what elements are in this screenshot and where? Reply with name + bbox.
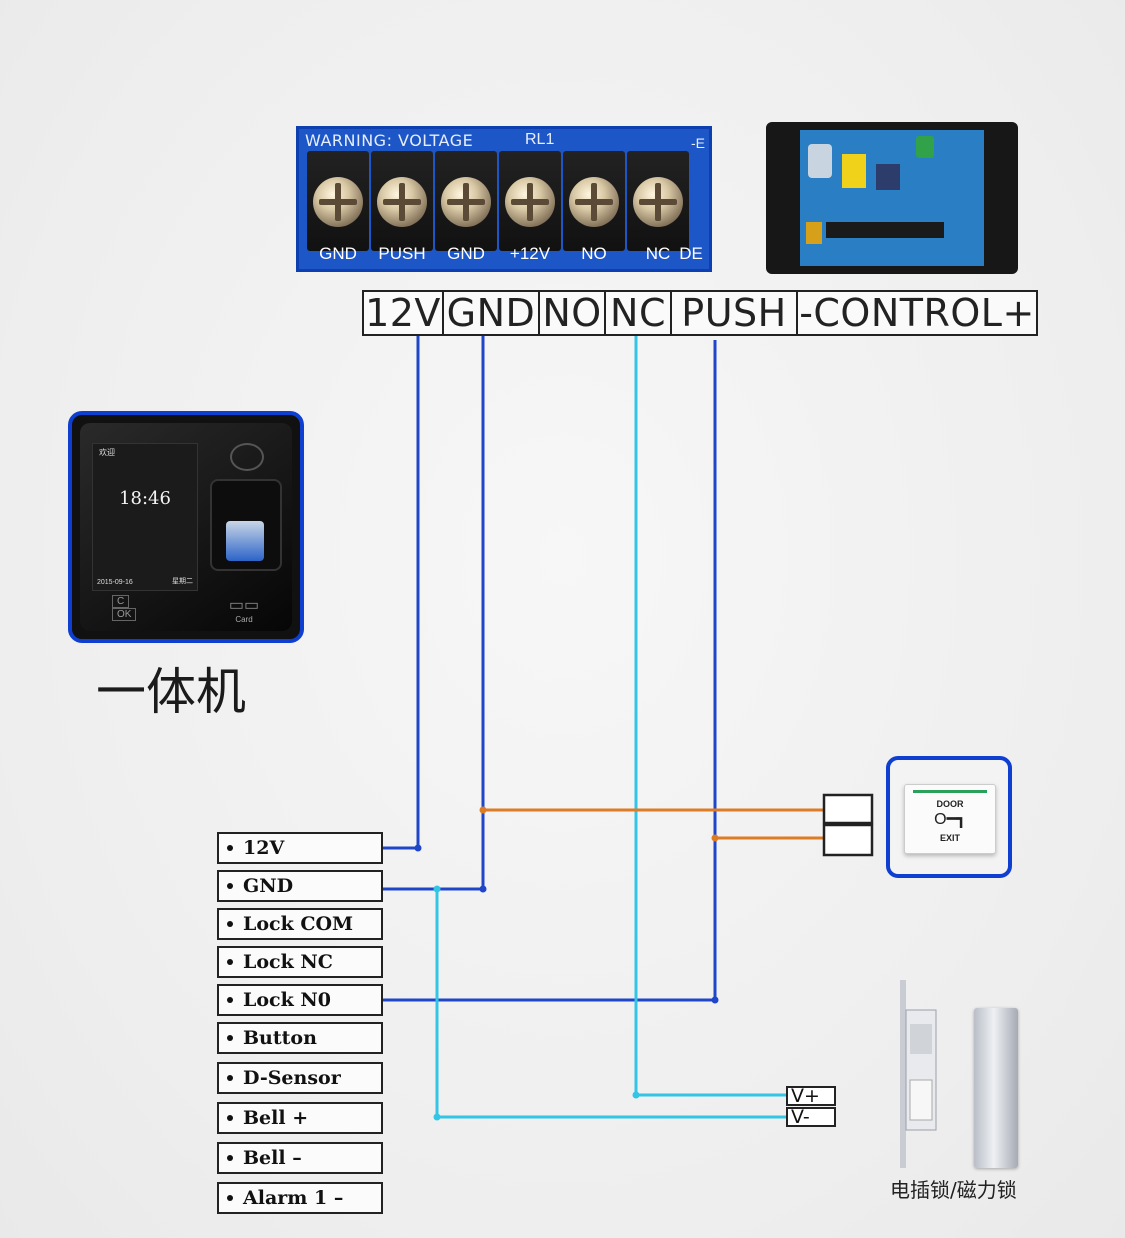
- edge-label: -E: [691, 135, 705, 151]
- junction-dot: [479, 806, 487, 814]
- terminal-12v: 12V: [217, 832, 383, 864]
- terminal-text: D-Sensor: [243, 1067, 341, 1089]
- bell-icon: [230, 443, 264, 471]
- fingerprint-sensor: [210, 479, 282, 571]
- terminal-text: 12V: [243, 837, 285, 859]
- card-reader-icon: ▭▭ Card: [228, 597, 260, 624]
- terminal-lock-com: Lock COM: [217, 908, 383, 940]
- exit-connector: [822, 793, 874, 825]
- table-cell-push: PUSH: [672, 291, 798, 335]
- power-supply-photo: [766, 122, 1018, 274]
- table-cell-gnd: GND: [444, 291, 540, 335]
- junction-dot: [433, 1113, 441, 1121]
- terminal-label: PUSH: [378, 244, 426, 263]
- wire-nc: [634, 336, 786, 1097]
- screw-terminal: [435, 151, 497, 251]
- fuse: [806, 222, 822, 244]
- exit-button-photo: DOOR O━┓ EXIT: [886, 756, 1012, 878]
- terminal-button: Button: [217, 1022, 383, 1054]
- wire-gnd: [383, 336, 485, 891]
- terminal-alarm: Alarm 1 –: [217, 1182, 383, 1214]
- terminal-text: Lock NC: [243, 951, 333, 973]
- terminal-strip: [826, 222, 944, 238]
- screen-greeting: 欢迎: [99, 448, 115, 457]
- warning-text: WARNING: VOLTAGE: [305, 131, 474, 150]
- table-cell-nc: NC: [606, 291, 672, 335]
- junction-dot: [711, 834, 719, 842]
- wire-12v: [383, 336, 420, 850]
- terminal-gnd: GND: [217, 870, 383, 902]
- electric-bolt-lock: [900, 980, 937, 1168]
- exit-plate: DOOR O━┓ EXIT: [904, 784, 996, 854]
- key-ok: OK: [112, 608, 137, 621]
- terminal-d-sensor: D-Sensor: [217, 1062, 383, 1094]
- terminal-label: NC: [645, 244, 671, 263]
- terminal-text: Lock N0: [243, 989, 331, 1011]
- terminal-text: Bell –: [243, 1147, 302, 1169]
- exit-connector: [822, 823, 874, 857]
- screen-weekday: 星期二: [172, 578, 193, 585]
- controller-terminal-table: 12V GND NO NC PUSH -CONTROL+: [362, 290, 1038, 336]
- screen-time: 18:46: [119, 488, 171, 509]
- terminal-label: NO: [581, 244, 607, 263]
- device-caption: 一体机: [96, 663, 246, 721]
- screw-terminal: [307, 151, 369, 251]
- wire-push: [383, 340, 717, 1002]
- screen-date: 2015-09-16: [97, 579, 133, 586]
- table-cell-no: NO: [540, 291, 606, 335]
- capacitor: [808, 144, 832, 178]
- lock-caption: 电插锁/磁力锁: [890, 1178, 1017, 1202]
- capacitor: [916, 136, 934, 158]
- terminal-label: GND: [319, 244, 357, 263]
- junction-dot: [433, 885, 441, 893]
- table-cell-12v: 12V: [364, 291, 444, 335]
- terminal-label: +12V: [509, 244, 551, 263]
- key-icon: O━┓: [934, 811, 966, 828]
- terminal-text: Lock COM: [243, 913, 354, 935]
- card-label: Card: [235, 615, 253, 624]
- junction-dot: [711, 996, 719, 1004]
- terminal-text: Alarm 1 –: [243, 1187, 344, 1209]
- terminal-strip-photo: WARNING: VOLTAGE RL1 -E GND PUSH GND +12…: [296, 126, 712, 272]
- transformer: [842, 154, 866, 188]
- lock-v-minus: V-: [786, 1107, 836, 1127]
- terminal-bell-minus: Bell –: [217, 1142, 383, 1174]
- device-screen: 欢迎 18:46 2015-09-16 星期二: [92, 443, 198, 591]
- exit-text: EXIT: [939, 833, 960, 843]
- wire-gnd-lock: [435, 889, 786, 1119]
- screw-terminal: [627, 151, 689, 251]
- magnetic-lock: [974, 1008, 1018, 1168]
- lock-v-plus: V+: [786, 1086, 836, 1106]
- junction-dot: [479, 885, 487, 893]
- screw-terminal: [563, 151, 625, 251]
- terminal-lock-nc: Lock NC: [217, 946, 383, 978]
- screw-terminal: [371, 151, 433, 251]
- junction-dot: [632, 1091, 640, 1099]
- terminal-text: Button: [243, 1027, 317, 1049]
- relay: [876, 164, 900, 190]
- terminal-lock-no: Lock N0: [217, 984, 383, 1016]
- terminal-text: Bell +: [243, 1107, 309, 1129]
- door-text: DOOR: [936, 799, 964, 809]
- keypad: C OK: [112, 595, 154, 621]
- terminal-bell-plus: Bell +: [217, 1102, 383, 1134]
- terminal-text: GND: [243, 875, 294, 897]
- terminal-label: DE: [679, 244, 703, 263]
- screw-terminal: [499, 151, 561, 251]
- table-cell-control: -CONTROL+: [799, 291, 1035, 335]
- relay-label: RL1: [525, 131, 555, 148]
- access-control-device: 欢迎 18:46 2015-09-16 星期二 C OK ▭▭ Card: [68, 411, 304, 643]
- junction-dot: [414, 844, 422, 852]
- terminal-label: GND: [447, 244, 485, 263]
